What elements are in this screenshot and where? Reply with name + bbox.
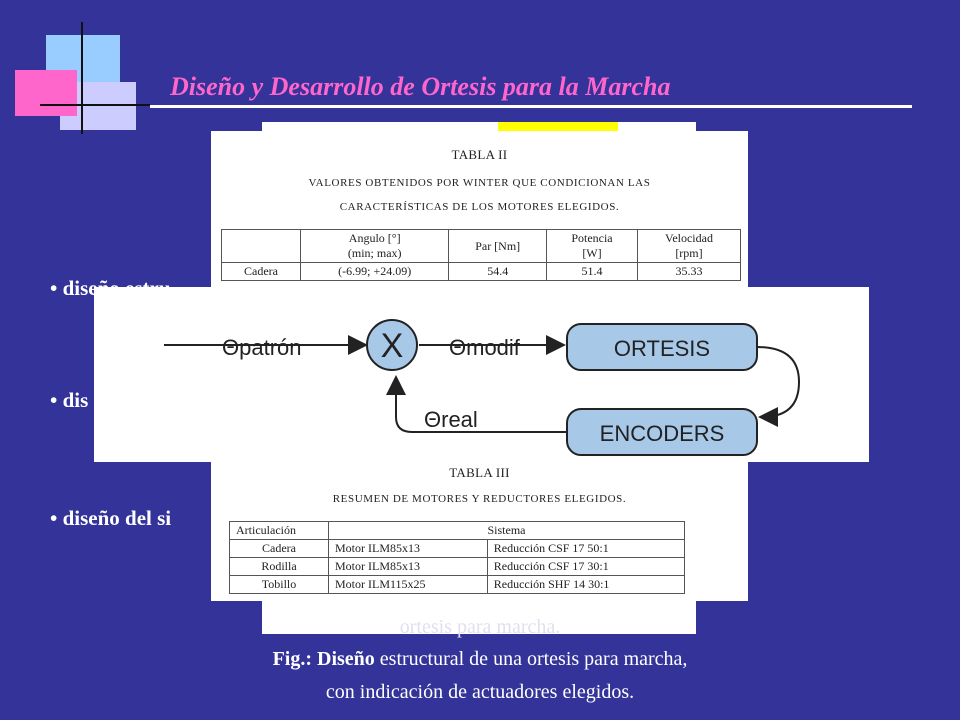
table3-cell: Rodilla (229, 557, 329, 576)
table2-cell: Cadera (221, 262, 301, 281)
comparator-circle (366, 319, 418, 371)
table2-header-row: Angulo [°] (min; max) Par [Nm] Potencia … (221, 229, 742, 263)
title-decoration-square-pink (15, 70, 77, 116)
caption-line-1: Fig.: Diseño estructural de una ortesis … (0, 648, 960, 671)
table3-cell: Motor ILM115x25 (328, 575, 488, 594)
title-decoration-horizontal-line (40, 104, 150, 106)
table2-cell: 51.4 (546, 262, 638, 281)
table2-panel: TABLA II VALORES OBTENIDOS POR WINTER QU… (211, 131, 748, 291)
bullet-system-design: • diseño del si (50, 506, 172, 530)
slide-title: Diseño y Desarrollo de Ortesis para la M… (170, 72, 671, 101)
table2-subheading-1: VALORES OBTENIDOS POR WINTER QUE CONDICI… (308, 177, 651, 189)
table2-header-cell: Velocidad [rpm] (636, 229, 742, 263)
title-decoration-vertical-line (81, 22, 83, 134)
control-loop-svg: Θpatrón X Θmodif ORTESIS ENCODERS Θreal (164, 319, 801, 456)
modified-label: Θmodif (449, 335, 521, 360)
table3-subheading: RESUMEN DE MOTORES Y REDUCTORES ELEGIDOS… (332, 493, 627, 505)
table3-panel: TABLA III RESUMEN DE MOTORES Y REDUCTORE… (211, 455, 748, 601)
table-row: Cadera (-6.99; +24.09) 54.4 51.4 35.33 (221, 262, 742, 281)
table2-subheading-2: CARACTERÍSTICAS DE LOS MOTORES ELEGIDOS. (339, 201, 620, 213)
table3-cell: Reducción SHF 14 30:1 (486, 575, 686, 594)
table2-header-cell: Angulo [°] (min; max) (299, 229, 450, 263)
table3-header-row: Articulación Sistema (229, 521, 685, 540)
table3-cell: Motor ILM85x13 (328, 539, 488, 558)
table2-cell: 54.4 (448, 262, 547, 281)
loop-arrow (756, 346, 801, 427)
table3-cell: Reducción CSF 17 50:1 (486, 539, 686, 558)
caption-line-1-bold: Fig.: Diseño (272, 648, 375, 670)
table2-cell: (-6.99; +24.09) (299, 262, 450, 281)
feedback-label: Θreal (424, 407, 478, 432)
comparator-label: X (381, 327, 404, 365)
table2-cell: 35.33 (636, 262, 742, 281)
input-label: Θpatrón (222, 335, 302, 360)
table-row: Cadera Motor ILM85x13 Reducción CSF 17 5… (229, 539, 686, 558)
ortesis-label: ORTESIS (614, 336, 710, 361)
table3-cell: Motor ILM85x13 (328, 557, 488, 576)
table2-header-cell: Potencia [W] (546, 229, 638, 263)
table3-heading: TABLA III (449, 465, 510, 480)
title-rule (150, 105, 912, 108)
table2-header-cell (221, 229, 301, 263)
table3-header-cell: Sistema (328, 521, 685, 540)
caption-line-1-rest: estructural de una ortesis para marcha, (374, 648, 688, 670)
table2: Angulo [°] (min; max) Par [Nm] Potencia … (221, 229, 742, 281)
table3-cell: Cadera (229, 539, 329, 558)
table2-heading: TABLA II (451, 147, 508, 162)
caption-line-2: con indicación de actuadores elegidos. (325, 681, 635, 703)
bullet-design-2: • dis (50, 388, 89, 412)
table3-cell: Tobillo (229, 575, 329, 594)
feedback-arrow (386, 375, 567, 433)
table3: Articulación Sistema Cadera Motor ILM85x… (229, 521, 686, 594)
table3-cell: Reducción CSF 17 30:1 (486, 557, 686, 576)
table3-header-cell: Articulación (229, 521, 329, 540)
table2-header-cell: Par [Nm] (448, 229, 547, 263)
caption-behind: ortesis para marcha. (399, 616, 561, 638)
encoders-label: ENCODERS (600, 421, 725, 446)
table-row: Tobillo Motor ILM115x25 Reducción SHF 14… (229, 575, 686, 594)
control-loop-diagram: Θpatrón X Θmodif ORTESIS ENCODERS Θreal (94, 287, 869, 462)
table-row: Rodilla Motor ILM85x13 Reducción CSF 17 … (229, 557, 686, 576)
